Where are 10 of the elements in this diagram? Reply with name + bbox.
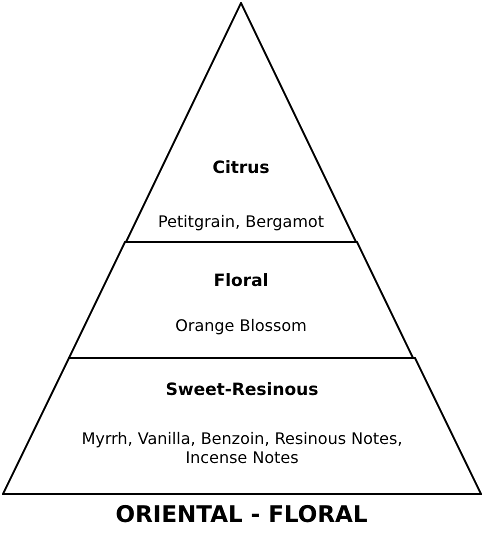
- note-list: Orange Blossom: [175, 316, 307, 335]
- tier-heading: Citrus: [212, 158, 270, 178]
- note-list: Petitgrain, Bergamot: [158, 212, 324, 231]
- pyramid-middle-tier: [68, 241, 414, 359]
- tier-heading: Sweet-Resinous: [166, 380, 318, 400]
- pyramid-base-tier: [2, 357, 482, 495]
- diagram-title: ORIENTAL - FLORAL: [116, 502, 368, 529]
- note-list: Myrrh, Vanilla, Benzoin, Resinous Notes, Incense Notes: [74, 429, 410, 467]
- pyramid-top-tier: [125, 2, 357, 243]
- tier-heading: Floral: [214, 271, 268, 291]
